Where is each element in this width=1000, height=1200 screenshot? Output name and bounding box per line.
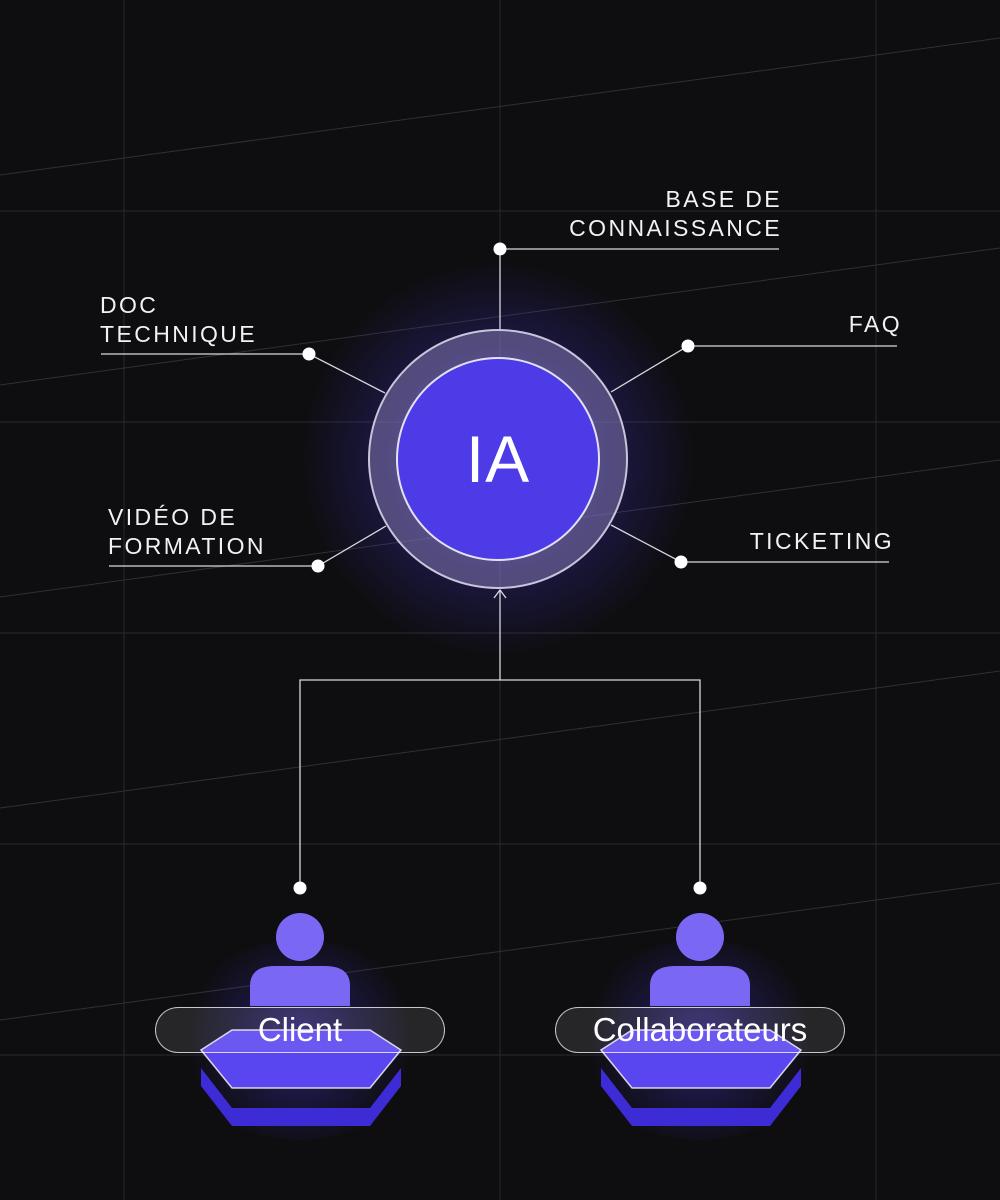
dot-faq [681, 339, 695, 353]
collaborateurs-label-pill: Collaborateurs [555, 1007, 845, 1053]
label-doc-technique: DOC TECHNIQUE [100, 292, 258, 347]
collaborateurs-person-icon [650, 913, 750, 1006]
client-platform [199, 1029, 403, 1126]
hub-core: IA [396, 357, 600, 561]
dot-doc [302, 347, 316, 361]
collaborateurs-platform [599, 1029, 803, 1126]
dot-video [311, 559, 325, 573]
dot-ticketing [674, 555, 688, 569]
dot-client [293, 881, 307, 895]
label-video-de-formation: VIDÉO DE FORMATION [108, 504, 266, 559]
collaborateurs-label: Collaborateurs [592, 1011, 808, 1048]
client-person-icon [250, 913, 350, 1006]
dot-collaborateurs [693, 881, 707, 895]
label-faq: FAQ [848, 311, 902, 337]
arrow-head [493, 588, 507, 599]
dot-base [493, 242, 507, 256]
label-base-de-connaissance: BASE DE CONNAISSANCE [569, 186, 782, 241]
client-label: Client [257, 1011, 343, 1048]
client-label-pill: Client [155, 1007, 445, 1053]
hub-label: IA [465, 422, 531, 496]
label-ticketing: TICKETING [749, 528, 894, 554]
